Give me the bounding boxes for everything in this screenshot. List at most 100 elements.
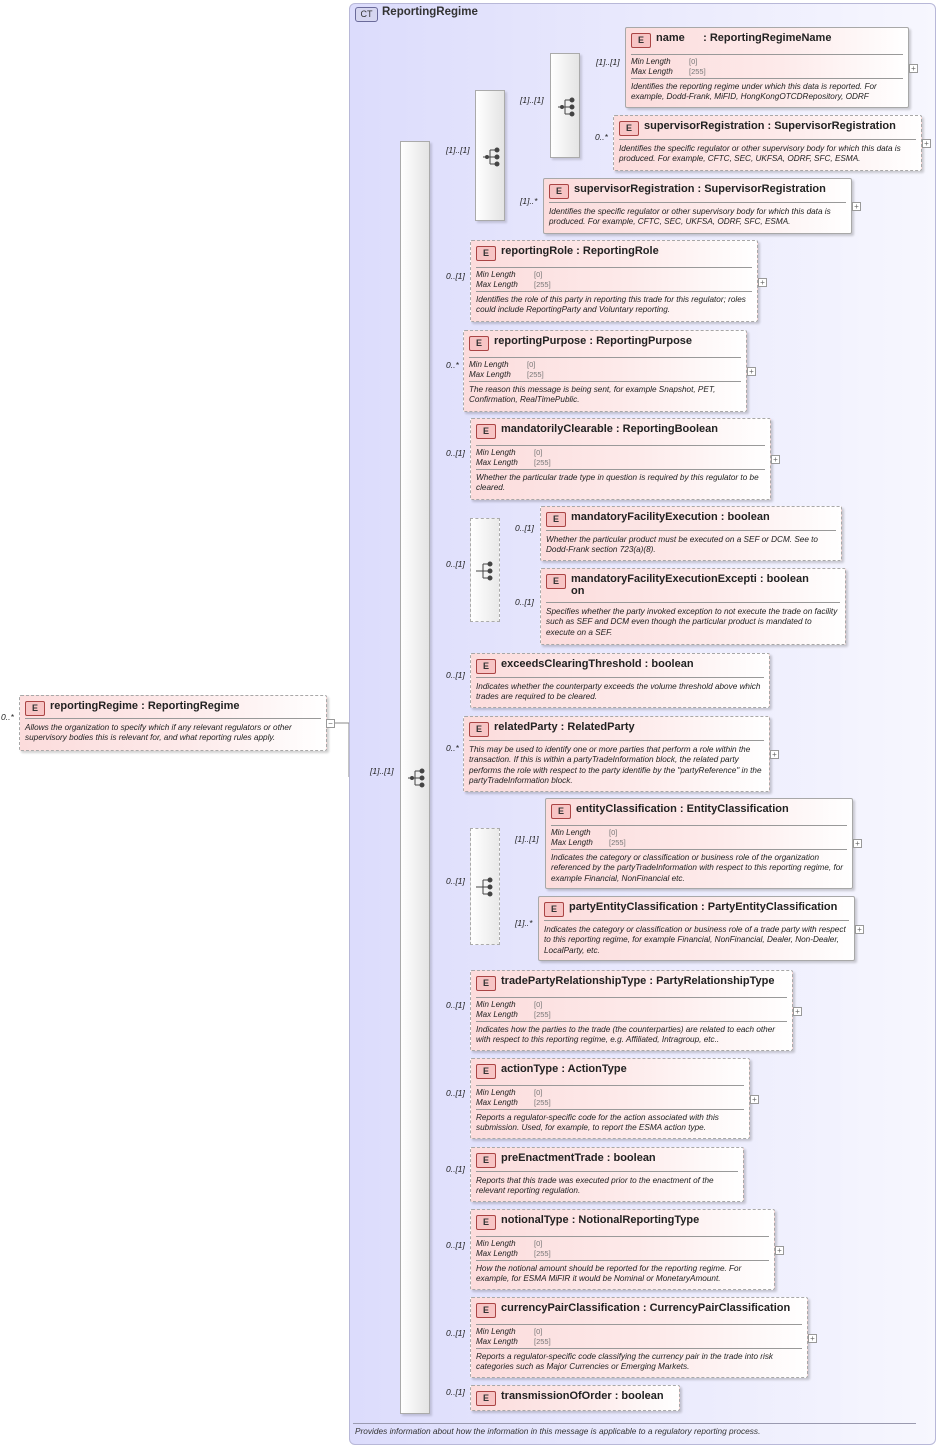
cardinality-label: 0..[1] (446, 1088, 465, 1098)
element-icon: E (551, 804, 571, 819)
divider (476, 1348, 802, 1349)
inner-sequence-compositor[interactable] (550, 53, 580, 158)
cardinality-label: 0..[1] (446, 271, 465, 281)
divider (551, 849, 847, 850)
element-name: reportingRegime (50, 700, 139, 712)
element-description: Indicates whether the counterparty excee… (476, 682, 761, 702)
element-icon: E (631, 33, 651, 48)
element-currencyPairClassification[interactable]: E currencyPairClassification : CurrencyP… (470, 1297, 808, 1378)
cardinality-label: [1]..* (520, 196, 538, 206)
expand-icon[interactable]: + (909, 64, 918, 73)
cardinality-label: 0..[1] (446, 1240, 465, 1250)
choice-compositor[interactable] (470, 518, 500, 622)
divider (619, 139, 916, 140)
element-mandatoryFacilityExecutionException[interactable]: E mandatoryFacilityExecutionExcepti : bo… (540, 568, 846, 645)
element-reportingPurpose[interactable]: E reportingPurpose : ReportingPurpose Mi… (463, 330, 747, 412)
element-preEnactmentTrade[interactable]: E preEnactmentTrade : boolean Reports th… (470, 1147, 744, 1202)
choice-icon (476, 561, 493, 581)
element-exceedsClearingThreshold[interactable]: E exceedsClearingThreshold : boolean Ind… (470, 653, 770, 708)
element-tradePartyRelationshipType[interactable]: E tradePartyRelationshipType : PartyRela… (470, 970, 793, 1051)
element-partyEntityClassification[interactable]: E partyEntityClassification : PartyEntit… (538, 896, 855, 961)
choice-compositor[interactable] (470, 828, 500, 945)
element-icon: E (476, 1303, 496, 1318)
divider (476, 267, 752, 268)
regime-sequence-compositor[interactable] (475, 90, 505, 221)
root-cardinality: 0..* (1, 712, 14, 722)
element-icon: E (469, 722, 489, 737)
divider (476, 677, 764, 678)
expand-icon[interactable]: + (758, 278, 767, 287)
complex-type-description: Provides information about how the infor… (355, 1426, 761, 1436)
main-sequence-compositor[interactable] (400, 141, 430, 1414)
element-icon: E (544, 902, 564, 917)
expand-icon[interactable]: + (922, 139, 931, 148)
complex-type-icon: CT (355, 7, 378, 22)
divider (631, 78, 903, 79)
sequence-icon (558, 97, 575, 117)
expand-icon[interactable]: + (747, 367, 756, 376)
root-element-reportingRegime[interactable]: E reportingRegime : ReportingRegime Allo… (19, 695, 327, 751)
element-icon: E (476, 246, 496, 261)
expand-icon[interactable]: + (853, 839, 862, 848)
element-supervisorRegistration[interactable]: E supervisorRegistration : SupervisorReg… (543, 178, 852, 234)
cardinality-label: 0..* (446, 743, 459, 753)
element-description: Whether the particular product must be e… (546, 535, 818, 555)
element-description: Indicates the category or classification… (551, 853, 844, 883)
element-icon: E (469, 336, 489, 351)
divider (544, 920, 849, 921)
cardinality-label: 0..* (595, 132, 608, 142)
element-mandatoryFacilityExecution[interactable]: E mandatoryFacilityExecution : boolean W… (540, 506, 842, 561)
cardinality-label: 0..[1] (446, 1328, 465, 1338)
expand-icon[interactable]: + (775, 1246, 784, 1255)
element-icon: E (476, 1064, 496, 1079)
cardinality-label: [1]..[1] (515, 834, 539, 844)
divider (469, 740, 764, 741)
element-relatedParty[interactable]: E relatedParty : RelatedParty This may b… (463, 716, 770, 792)
element-type: ReportingRegime (147, 700, 240, 712)
cardinality-label: 0..* (446, 360, 459, 370)
element-supervisorRegistration[interactable]: E supervisorRegistration : SupervisorReg… (613, 115, 922, 171)
element-reportingRole[interactable]: E reportingRole : ReportingRole Min Leng… (470, 240, 758, 322)
sequence-cardinality: [1]..[1] (446, 145, 470, 155)
expand-icon[interactable]: + (771, 455, 780, 464)
choice-icon (476, 877, 493, 897)
element-mandatorilyClearable[interactable]: E mandatorilyClearable : ReportingBoolea… (470, 418, 771, 500)
sequence-icon (483, 147, 500, 167)
expand-icon[interactable]: + (852, 202, 861, 211)
element-description: Indicates the category or classification… (544, 925, 846, 955)
expand-icon[interactable]: + (808, 1334, 817, 1343)
element-description: Allows the organization to specify which… (25, 723, 292, 743)
divider (476, 1171, 738, 1172)
element-transmissionOfOrder[interactable]: E transmissionOfOrder : boolean (470, 1385, 680, 1411)
divider (25, 718, 321, 719)
element-icon: E (549, 184, 569, 199)
element-name[interactable]: E name : ReportingRegimeName Min Length[… (625, 27, 909, 108)
expand-icon[interactable]: + (855, 925, 864, 934)
element-icon: E (546, 512, 566, 527)
element-description: Reports that this trade was executed pri… (476, 1176, 714, 1196)
element-description: Identifies the role of this party in rep… (476, 295, 746, 315)
divider (631, 54, 903, 55)
element-description: This may be used to identify one or more… (469, 745, 762, 785)
expand-icon[interactable]: + (770, 750, 779, 759)
divider (476, 1085, 744, 1086)
element-notionalType[interactable]: E notionalType : NotionalReportingType M… (470, 1209, 775, 1290)
divider (551, 825, 847, 826)
expand-icon[interactable]: + (793, 1007, 802, 1016)
element-icon: E (25, 701, 45, 716)
element-icon: E (476, 659, 496, 674)
element-icon: E (619, 121, 639, 136)
element-icon: E (476, 1391, 496, 1406)
expand-icon[interactable]: + (750, 1095, 759, 1104)
divider (476, 445, 765, 446)
divider (546, 602, 840, 603)
cardinality-label: 0..[1] (446, 1000, 465, 1010)
collapse-icon[interactable]: − (326, 719, 335, 728)
divider (476, 1324, 802, 1325)
element-actionType[interactable]: E actionType : ActionType Min Length[0] … (470, 1058, 750, 1139)
complex-type-title: ReportingRegime (382, 6, 478, 18)
element-entityClassification[interactable]: E entityClassification : EntityClassific… (545, 798, 853, 889)
cardinality-label: [1]..[1] (596, 57, 620, 67)
divider (476, 1021, 787, 1022)
cardinality-label: 0..[1] (446, 1387, 465, 1397)
